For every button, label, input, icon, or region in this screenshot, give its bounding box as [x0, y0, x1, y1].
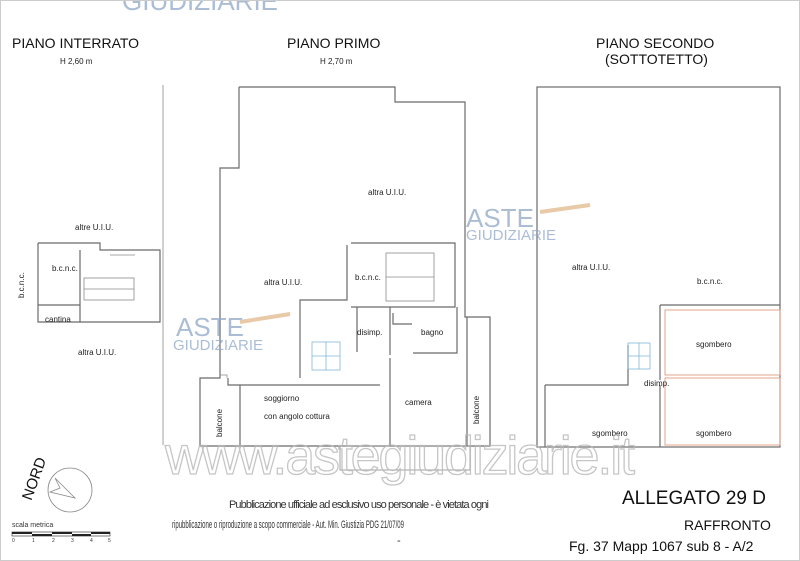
- scale-tick: 0: [12, 538, 15, 544]
- floor-subtitle-secondo: (SOTTOTETTO): [605, 51, 708, 67]
- plan-piano-secondo: altra U.I.U. b.c.n.c. sgombero disimp. s…: [536, 86, 781, 448]
- room-label: con angolo cottura: [264, 412, 330, 421]
- floor-title-primo: PIANO PRIMO: [287, 35, 380, 51]
- room-label: altre U.I.U.: [75, 223, 113, 232]
- room-label: balcone: [472, 395, 481, 424]
- notice-line-2-visible: ripubblicazione o riproduzione a scopo c…: [172, 519, 404, 531]
- room-label: sgombero: [696, 340, 732, 349]
- scale-bar: scala metrica 0 1 2 3 4 5: [11, 522, 111, 544]
- aste-watermark-logo: ASTE GIUDIZIARIE ASTE GIUDIZIARIE: [173, 203, 591, 354]
- watermark-aste: ASTE: [176, 312, 244, 342]
- notice-line-1: Pubblicazione ufficiale ad esclusivo uso…: [229, 499, 489, 511]
- watermark-giudiziarie: GIUDIZIARIE: [173, 337, 263, 354]
- floor-title-secondo: PIANO SECONDO: [596, 35, 714, 51]
- room-label: soggiorno: [264, 394, 300, 403]
- notice-line-3: -: [397, 535, 401, 547]
- room-label: altra U.I.U.: [572, 263, 610, 272]
- scale-label: scala metrica: [12, 522, 53, 529]
- room-label: disimp.: [357, 328, 382, 337]
- room-label: altra U.I.U.: [368, 188, 406, 197]
- room-label: b.c.n.c.: [52, 264, 78, 273]
- scale-tick: 4: [90, 538, 93, 544]
- allegato-label: ALLEGATO 29 D: [622, 488, 766, 509]
- watermark-giudiziarie: GIUDIZIARIE: [466, 227, 556, 244]
- floor-height-primo: H 2,70 m: [320, 57, 353, 66]
- room-label: disimp.: [644, 379, 669, 388]
- north-label: NORD: [19, 455, 50, 502]
- room-label: altra U.I.U.: [78, 348, 116, 357]
- gavel-icon: [539, 203, 591, 214]
- floor-height-interrato: H 2,60 m: [60, 57, 93, 66]
- scale-tick: 2: [52, 538, 55, 544]
- watermark-aste: ASTE: [466, 203, 534, 233]
- room-label: b.c.n.c.: [697, 277, 723, 286]
- scale-tick: 5: [108, 538, 111, 544]
- room-label: camera: [405, 398, 432, 407]
- raffronto-label: RAFFRONTO: [684, 517, 771, 533]
- gavel-icon: [239, 312, 291, 324]
- floor-title-interrato: PIANO INTERRATO: [12, 35, 139, 51]
- watermark-top: GIUDIZIARIE: [122, 0, 278, 16]
- room-label: altra U.I.U.: [264, 278, 302, 287]
- cadastral-reference: Fg. 37 Mapp 1067 sub 8 - A/2: [569, 538, 754, 554]
- room-label: balcone: [215, 408, 224, 437]
- room-label: sgombero: [592, 429, 628, 438]
- room-label: cantina: [45, 315, 71, 324]
- room-label: bagno: [421, 328, 444, 337]
- room-label: sgombero: [696, 429, 732, 438]
- watermark-site: www.astegiudiziarie.it: [164, 426, 635, 486]
- room-label: b.c.n.c.: [17, 272, 26, 298]
- room-label: b.c.n.c.: [355, 273, 381, 282]
- plan-piano-primo: altra U.I.U. altra U.I.U. b.c.n.c. disim…: [199, 86, 491, 471]
- scale-tick: 1: [32, 538, 35, 544]
- scale-tick: 3: [71, 538, 74, 544]
- north-arrow: NORD: [19, 455, 93, 513]
- plan-piano-interrato: altre U.I.U. b.c.n.c. b.c.n.c. cantina a…: [17, 85, 164, 445]
